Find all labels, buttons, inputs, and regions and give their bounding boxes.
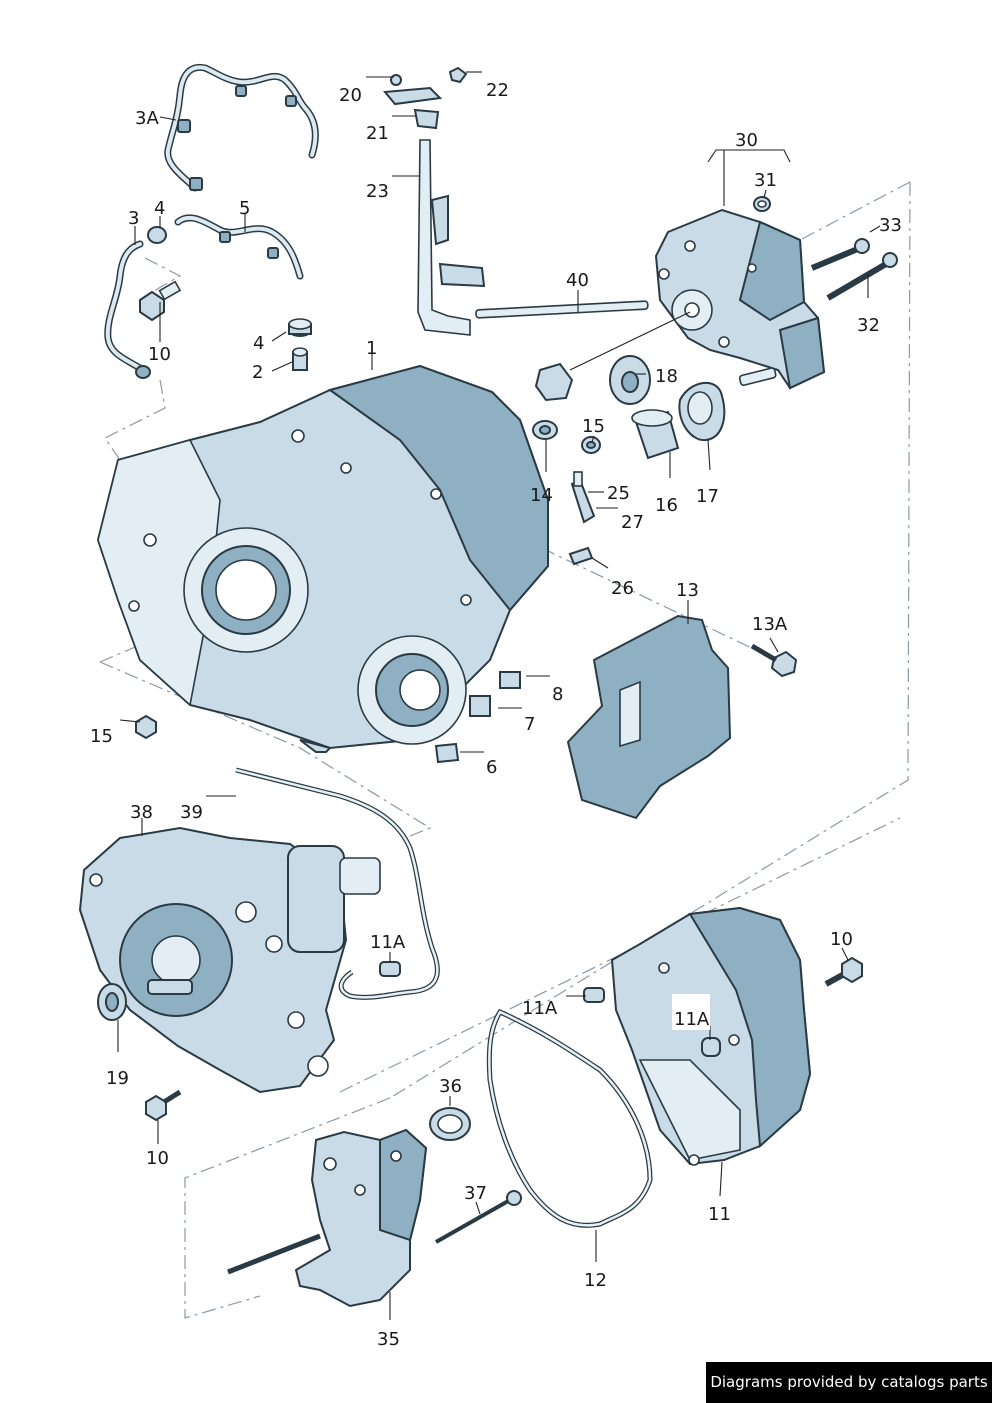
bolt-10-top [139, 280, 182, 322]
callout-5: 5 [239, 198, 250, 219]
callout-32: 32 [857, 315, 880, 336]
callout-13a: 13A [752, 614, 788, 635]
callout-17: 17 [696, 486, 719, 507]
callout-33: 33 [879, 215, 902, 236]
heat-shield-13 [566, 614, 732, 820]
callout-1: 1 [366, 338, 377, 359]
bearing-18 [609, 355, 651, 405]
callout-11: 11 [708, 1204, 731, 1225]
drain-plugs-6-7-8 [434, 671, 521, 764]
callout-30: 30 [735, 130, 758, 151]
callout-38: 38 [130, 802, 153, 823]
callout-27: 27 [621, 512, 644, 533]
nut-15 [135, 714, 157, 740]
spring-26 [568, 546, 594, 566]
callout-12: 12 [584, 1270, 607, 1291]
callout-26: 26 [611, 578, 634, 599]
callout-11a-left: 11A [370, 932, 406, 953]
bolts-32-33 [810, 238, 898, 301]
callout-35: 35 [377, 1329, 400, 1350]
coolant-hose-3a [164, 63, 319, 192]
sleeve-11a-left [379, 961, 401, 977]
transmission-housing-1 [96, 364, 549, 753]
seal-36 [429, 1107, 471, 1141]
selector-shaft-23 [383, 74, 486, 336]
bolt-10-right [824, 956, 863, 987]
callout-16: 16 [655, 495, 678, 516]
coolant-hose-5 [174, 214, 304, 280]
bolt-22 [448, 66, 468, 84]
callout-4-top: 4 [154, 198, 165, 219]
pinion-shaft [534, 362, 574, 402]
gasket-12 [486, 1008, 653, 1228]
o-ring-31 [753, 196, 771, 212]
callout-3a: 3A [135, 108, 159, 129]
rod-40 [475, 300, 649, 319]
callout-20: 20 [339, 85, 362, 106]
callout-3: 3 [128, 208, 139, 229]
callout-23: 23 [366, 181, 389, 202]
callout-10-right: 10 [830, 929, 853, 950]
mechatronic-unit-30 [569, 208, 826, 390]
gearbox-cover-38 [78, 826, 381, 1094]
bolt-13a [750, 643, 798, 678]
callout-39: 39 [180, 802, 203, 823]
gasket-39 [235, 767, 440, 1000]
seal-ring-4-top [147, 226, 167, 244]
seal-19 [97, 983, 127, 1021]
sensor-25-27 [570, 471, 596, 524]
callout-18: 18 [655, 366, 678, 387]
callout-7: 7 [524, 714, 535, 735]
callout-11a-mid: 11A [522, 998, 558, 1019]
callout-22: 22 [486, 80, 509, 101]
callout-13: 13 [676, 580, 699, 601]
callout-36: 36 [439, 1076, 462, 1097]
coolant-hose-3 [104, 240, 151, 379]
seal-14 [532, 420, 558, 440]
bolt-10-left [145, 1089, 182, 1122]
valve-body-35 [227, 1128, 428, 1308]
callout-19: 19 [106, 1068, 129, 1089]
callout-15-left: 15 [90, 726, 113, 747]
callout-31: 31 [754, 170, 777, 191]
cap-4 [288, 318, 312, 337]
callout-6: 6 [486, 757, 497, 778]
diagram-credit-banner: Diagrams provided by catalogs parts [706, 1362, 992, 1403]
callout-15-right: 15 [582, 416, 605, 437]
callout-10-left: 10 [146, 1148, 169, 1169]
callout-8: 8 [552, 684, 563, 705]
shim-17 [678, 381, 726, 442]
callout-14: 14 [530, 485, 553, 506]
oil-pan-11 [583, 906, 812, 1166]
callout-10-top: 10 [148, 344, 171, 365]
leader-lines [117, 71, 881, 1320]
callout-4-mid: 4 [253, 333, 264, 354]
callout-40: 40 [566, 270, 589, 291]
callout-21: 21 [366, 123, 389, 144]
callout-37: 37 [464, 1183, 487, 1204]
seal-15-small [581, 436, 601, 454]
bolt-37 [435, 1190, 522, 1244]
callout-11a-right: 11A [674, 1009, 710, 1030]
sleeve-2 [292, 347, 308, 371]
callout-25: 25 [607, 483, 630, 504]
callout-2: 2 [252, 362, 263, 383]
callout-labels: 1 2 3 3A 4 4 5 6 7 8 10 10 10 11 11A 11A… [90, 80, 902, 1350]
bearing-cup-16 [631, 409, 680, 460]
